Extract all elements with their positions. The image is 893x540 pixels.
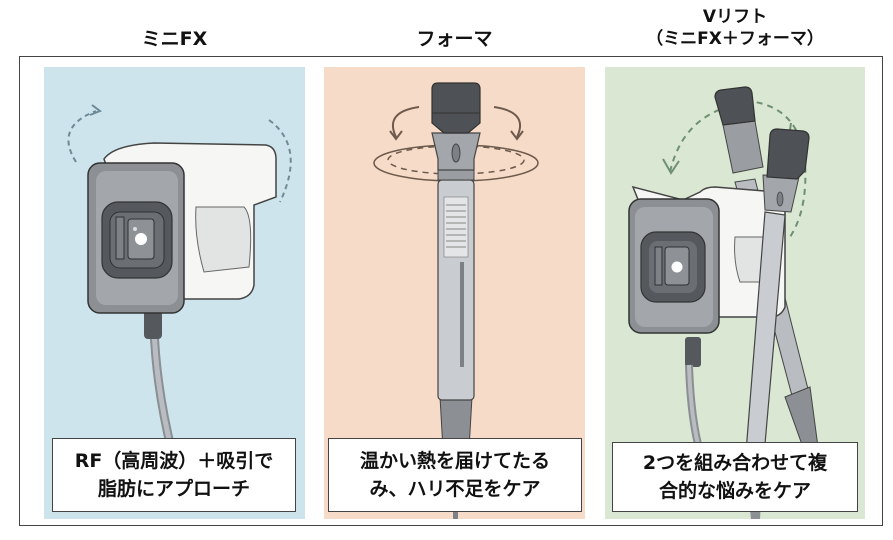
caption-vlift: 2つを組み合わせて複 合的な悩みをケア xyxy=(612,442,858,512)
title-line: フォーマ xyxy=(416,28,493,50)
caption-line: 脂肪にアプローチ xyxy=(97,478,250,500)
column-title-minifx: ミニFX xyxy=(44,28,305,50)
column-title-vlift: Vリフト （ミニFX＋フォーマ） xyxy=(605,6,865,50)
title-line: ミニFX xyxy=(141,28,208,50)
minifx-device-icon xyxy=(67,104,292,454)
column-title-forma: フォーマ xyxy=(324,28,585,50)
caption-forma: 温かい熱を届けてたる み、ハリ不足をケア xyxy=(328,438,582,512)
caption-minifx: RF（高周波）＋吸引で 脂肪にアプローチ xyxy=(52,438,296,512)
title-line: Vリフト xyxy=(702,7,768,27)
caption-line: 合的な悩みをケア xyxy=(658,480,811,502)
title-subline: （ミニFX＋フォーマ） xyxy=(646,29,824,49)
caption-line: RF（高周波）＋吸引で xyxy=(74,450,274,472)
caption-line: 温かい熱を届けてたる xyxy=(359,450,550,472)
caption-line: み、ハリ不足をケア xyxy=(369,478,541,500)
caption-line: 2つを組み合わせて複 xyxy=(642,452,828,474)
